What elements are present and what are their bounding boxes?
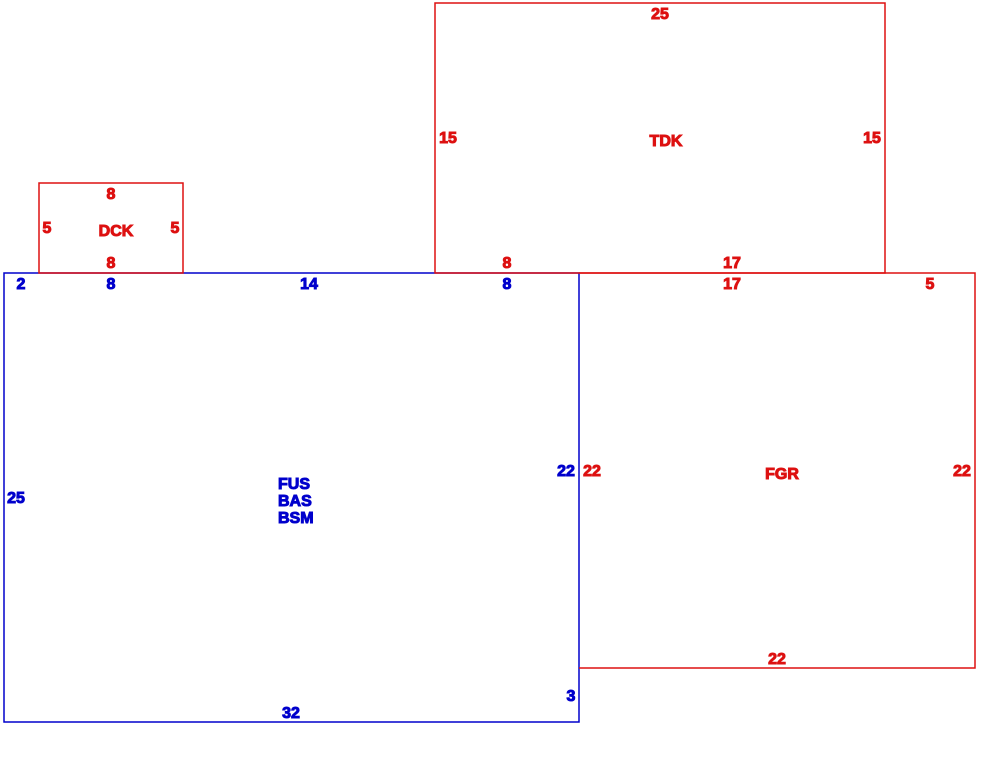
fgr-dim-left: 22 bbox=[583, 463, 601, 480]
tdk-dim-left: 15 bbox=[439, 130, 457, 147]
dck-dim-top: 8 bbox=[107, 186, 116, 203]
main-dim-top-c: 8 bbox=[503, 276, 512, 293]
main-area: 2 8 14 8 25 22 32 3 FUS BAS BSM bbox=[3, 272, 580, 723]
fgr-name: FGR bbox=[765, 466, 799, 483]
main-name-line-3: BSM bbox=[278, 510, 314, 527]
main-dim-left: 25 bbox=[7, 490, 25, 507]
tdk-area: 25 15 15 8 17 TDK bbox=[434, 2, 886, 274]
main-name-line-1: FUS bbox=[278, 476, 310, 493]
tdk-dim-bottom-left: 8 bbox=[503, 255, 512, 272]
tdk-dim-right: 15 bbox=[863, 130, 881, 147]
fgr-dim-bottom: 22 bbox=[768, 651, 786, 668]
tdk-name: TDK bbox=[650, 133, 683, 150]
main-area-outline bbox=[3, 272, 580, 723]
main-dim-top-b: 14 bbox=[300, 276, 318, 293]
dck-dim-right: 5 bbox=[171, 220, 180, 237]
dck-outline bbox=[38, 182, 184, 274]
main-name-line-2: BAS bbox=[278, 493, 312, 510]
fgr-outline bbox=[579, 272, 976, 669]
dck-area: 8 8 5 5 DCK bbox=[38, 182, 184, 274]
fgr-area: 17 5 22 22 22 FGR bbox=[579, 272, 976, 669]
dck-dim-left: 5 bbox=[43, 220, 52, 237]
main-dim-bottom: 32 bbox=[282, 705, 300, 722]
tdk-dim-bottom-right: 17 bbox=[723, 255, 741, 272]
main-dim-right: 22 bbox=[557, 463, 575, 480]
dck-dim-bottom: 8 bbox=[107, 255, 116, 272]
main-dim-top-left: 2 bbox=[17, 276, 26, 293]
main-dim-corner: 3 bbox=[567, 688, 576, 705]
fgr-dim-top-a: 17 bbox=[723, 276, 741, 293]
main-dim-top-a: 8 bbox=[107, 276, 116, 293]
fgr-dim-right: 22 bbox=[953, 463, 971, 480]
fgr-dim-top-b: 5 bbox=[926, 276, 935, 293]
dck-name: DCK bbox=[99, 223, 134, 240]
tdk-dim-top: 25 bbox=[651, 6, 669, 23]
